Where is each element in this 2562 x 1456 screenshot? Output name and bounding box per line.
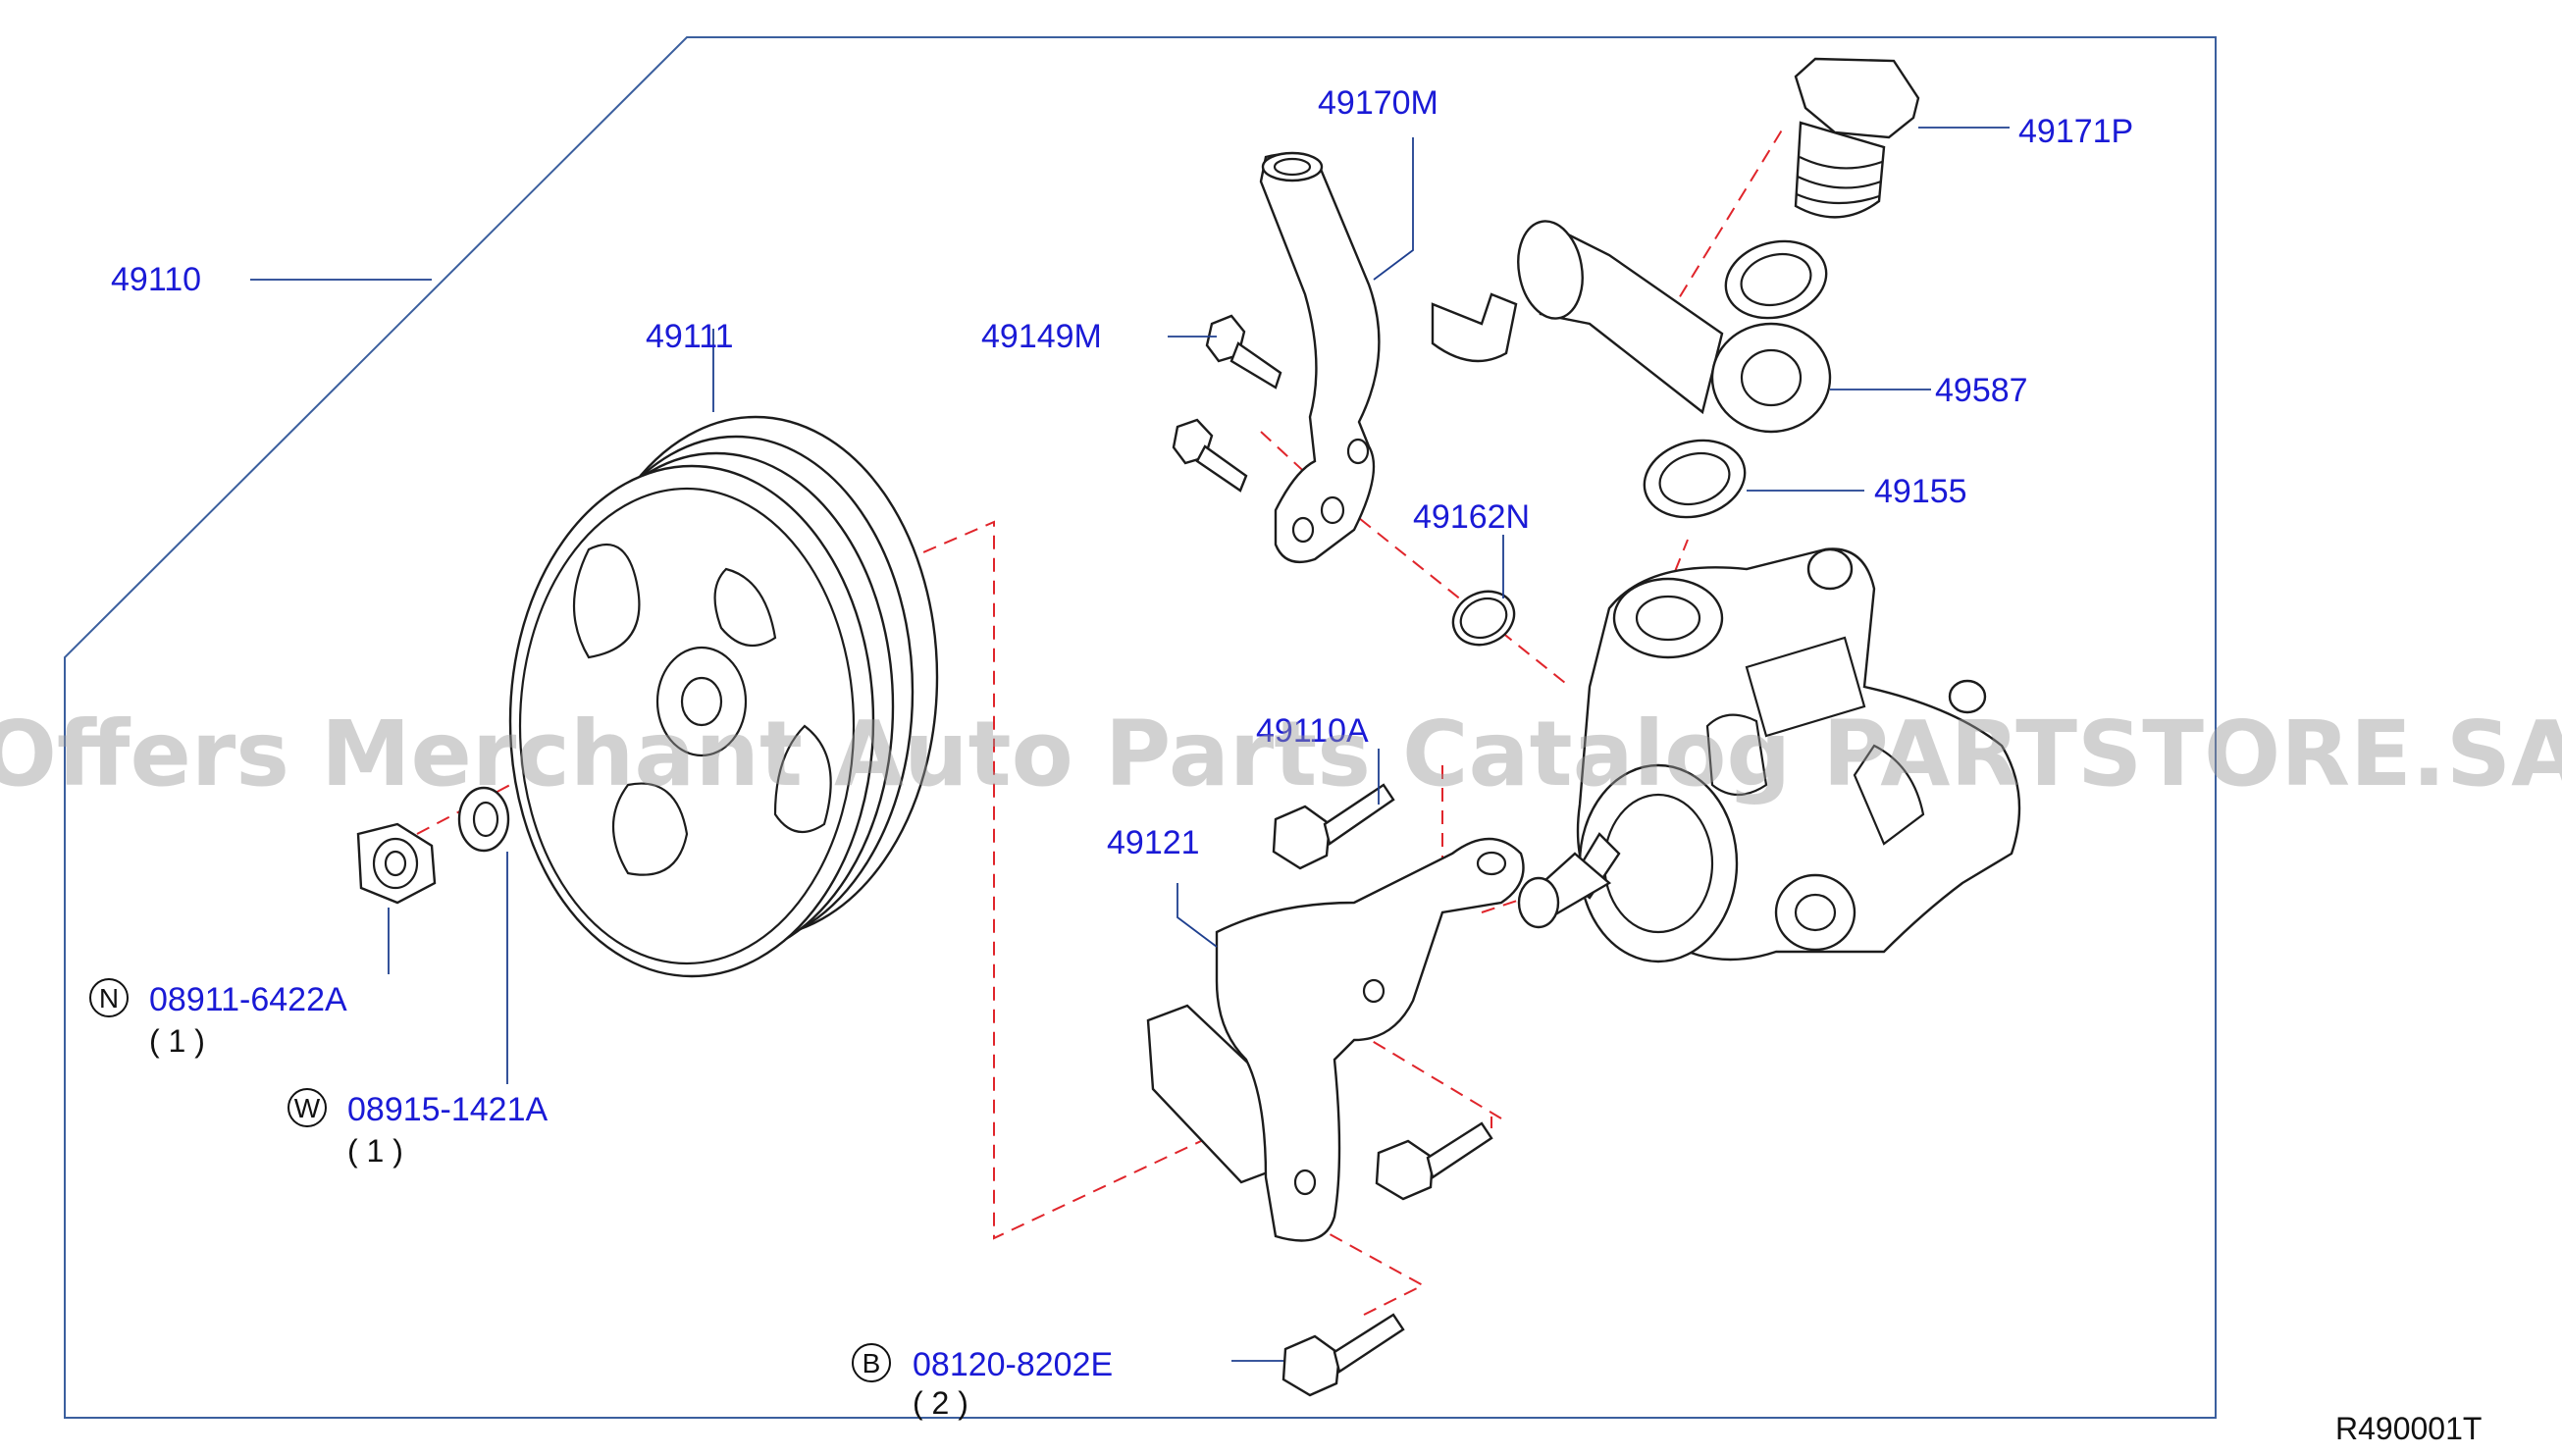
label-eye-bolt-hose[interactable]: 49587 xyxy=(1935,372,2028,409)
fastener-nut-callout[interactable]: N 08911-6422A ( 1 ) xyxy=(89,978,347,1059)
nut-qty: ( 1 ) xyxy=(149,1023,205,1059)
reference-code: R490001T xyxy=(2335,1411,2482,1446)
label-connector-plug[interactable]: 49171P xyxy=(2018,113,2133,150)
bracket-side-bolt-drawing[interactable] xyxy=(1375,1121,1493,1201)
o-ring-drawing[interactable] xyxy=(1444,582,1523,654)
washer-letter-circle xyxy=(288,1088,327,1127)
watermark-text: Offers Merchant Auto Parts Catalog PARTS… xyxy=(0,702,2562,806)
pump-body-drawing[interactable] xyxy=(1517,547,2021,963)
washer-code: 08915-1421A xyxy=(347,1091,549,1128)
bolt-qty: ( 2 ) xyxy=(913,1385,968,1421)
lower-washer-drawing[interactable] xyxy=(1636,430,1753,528)
bracket-top-bolt-drawing[interactable] xyxy=(1272,783,1395,870)
washer-qty: ( 1 ) xyxy=(347,1133,403,1169)
lower-bolt-drawing[interactable] xyxy=(1281,1313,1405,1397)
washer-drawing[interactable] xyxy=(457,786,510,853)
assembly-frame xyxy=(64,36,2217,1419)
fastener-washer-callout[interactable]: W 08915-1421A ( 1 ) xyxy=(288,1088,549,1169)
bolt-letter-circle xyxy=(852,1343,891,1382)
nut-letter: N xyxy=(99,983,119,1014)
fastener-bolt-callout[interactable]: B 08120-8202E ( 2 ) xyxy=(852,1343,1113,1421)
outlet-tube-drawing[interactable] xyxy=(1259,151,1381,564)
nut-drawing[interactable] xyxy=(356,822,437,905)
nut-letter-circle xyxy=(89,978,129,1017)
tube-bolt-drawing[interactable] xyxy=(1172,314,1282,493)
nut-code: 08911-6422A xyxy=(149,981,347,1018)
bracket-drawing[interactable] xyxy=(1146,837,1525,1242)
upper-washer-drawing[interactable] xyxy=(1717,231,1835,329)
label-bracket[interactable]: 49121 xyxy=(1107,824,1200,861)
eye-hose-drawing[interactable] xyxy=(1431,216,1832,434)
washer-letter: W xyxy=(294,1093,321,1123)
connector-plug-drawing[interactable] xyxy=(1794,57,1920,219)
bolt-code: 08120-8202E xyxy=(913,1346,1113,1383)
label-washer-part[interactable]: 49155 xyxy=(1874,473,1967,510)
leader-lines xyxy=(250,127,2010,1362)
label-bolt-bracket-top[interactable]: 49110A xyxy=(1256,712,1369,750)
bolt-letter: B xyxy=(863,1348,881,1378)
label-pulley[interactable]: 49111 xyxy=(646,318,734,355)
label-pump-assembly[interactable]: 49110 xyxy=(111,261,201,298)
label-tube-outlet[interactable]: 49170M xyxy=(1318,84,1438,122)
label-o-ring[interactable]: 49162N xyxy=(1413,498,1530,536)
pulley-drawing[interactable] xyxy=(508,415,939,978)
label-bolt-tube[interactable]: 49149M xyxy=(981,318,1102,355)
